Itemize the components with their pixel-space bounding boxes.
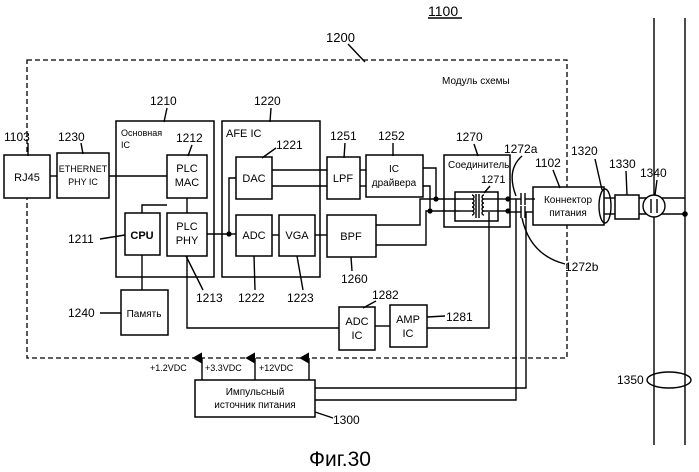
plc-mac-ref: 1212 xyxy=(176,131,203,145)
ref-1330-leader xyxy=(626,171,627,195)
coupler-label: Соединитель xyxy=(448,160,509,171)
main-ic-ref: 1210 xyxy=(150,94,177,108)
dac-label: DAC xyxy=(242,173,265,185)
driver-ic-label-2: драйвера xyxy=(372,178,417,189)
amp-ic-box xyxy=(390,305,427,347)
capacitor-b-ref: 1272b xyxy=(565,260,599,274)
power-supply-label-1: Импульсный xyxy=(226,387,285,398)
system-ref: 1100 xyxy=(428,3,458,19)
vga-label: VGA xyxy=(285,230,309,242)
main-ic-ref-leader xyxy=(164,108,167,122)
ref-1340: 1340 xyxy=(640,166,667,180)
power-supply-label-2: источник питания xyxy=(214,400,295,411)
adc-ic-label-1: ADC xyxy=(345,316,368,328)
memory-ref: 1240 xyxy=(68,306,95,320)
ethernet-phy-ref: 1230 xyxy=(58,130,85,144)
voltage-1v2: +1.2VDC xyxy=(150,363,187,373)
driver-ic-label-1: IC xyxy=(389,164,399,175)
voltage-12v: +12VDC xyxy=(259,363,294,373)
driver-ic-ref: 1252 xyxy=(378,129,405,143)
afe-ic-label: AFE IC xyxy=(226,128,262,140)
lpf-label: LPF xyxy=(333,173,353,185)
lpf-ref-leader xyxy=(344,143,345,158)
plc-phy-label-2: PHY xyxy=(176,235,199,247)
adc-ic-label-2: IC xyxy=(352,330,363,342)
bpf-ref: 1260 xyxy=(341,272,368,286)
amp-ic-ref-leader xyxy=(427,316,445,317)
lpf-ref: 1251 xyxy=(330,129,357,143)
amp-ic-label-2: IC xyxy=(403,328,414,340)
cpu-ref-leader xyxy=(100,235,125,239)
figure-caption: Фиг.30 xyxy=(309,448,371,471)
rj45-ref: 1103 xyxy=(4,130,30,144)
capacitor-a-ref: 1272a xyxy=(504,142,538,156)
adc-ref: 1222 xyxy=(238,291,265,305)
module-ref: 1200 xyxy=(326,30,355,45)
power-connector-label-2: питания xyxy=(549,208,587,219)
plug-box xyxy=(615,195,639,219)
amp-ic-label-1: AMP xyxy=(396,314,420,326)
adc-label: ADC xyxy=(242,230,265,242)
module-label: Модуль схемы xyxy=(442,76,510,87)
bpf-label: BPF xyxy=(340,231,362,243)
coupler-ref-leader xyxy=(474,144,478,156)
ethernet-phy-label-1: ETHERNET xyxy=(59,164,108,174)
ethernet-phy-label-2: PHY IC xyxy=(68,177,98,187)
plc-mac-label-2: MAC xyxy=(175,177,200,189)
vga-ref-leader xyxy=(297,256,303,290)
cpu-label: CPU xyxy=(130,230,153,242)
module-ref-leader xyxy=(348,44,365,62)
dac-ref: 1221 xyxy=(276,138,303,152)
cpu-ref: 1211 xyxy=(68,232,94,246)
power-supply-box xyxy=(195,380,315,417)
coupler-ref: 1270 xyxy=(456,130,483,144)
voltage-3v3: +3.3VDC xyxy=(205,363,242,373)
plc-mac-label-1: PLC xyxy=(176,163,197,175)
ref-1330: 1330 xyxy=(609,157,636,171)
ref-1320-leader xyxy=(595,159,602,190)
main-ic-label-1: Основная xyxy=(121,128,162,138)
afe-ic-ref-leader xyxy=(270,108,271,122)
rj45-label: RJ45 xyxy=(14,172,40,184)
adc-ic-ref: 1282 xyxy=(372,288,399,302)
ref-1340-leader xyxy=(655,180,657,195)
power-supply-ref-leader xyxy=(315,412,333,418)
power-connector-label-1: Коннектор xyxy=(544,195,593,206)
ref-1320: 1320 xyxy=(571,144,598,158)
bpf-ref-leader xyxy=(351,257,352,271)
driver-ic-box xyxy=(366,155,423,197)
power-connector-ref-leader xyxy=(553,170,560,188)
adc-ic-box xyxy=(339,307,375,350)
vga-ref: 1223 xyxy=(287,291,314,305)
amp-ic-ref: 1281 xyxy=(446,310,473,324)
main-ic-label-2: IC xyxy=(121,140,131,150)
afe-ic-ref: 1220 xyxy=(254,94,281,108)
plc-phy-ref-leader xyxy=(186,256,203,290)
plc-phy-label-1: PLC xyxy=(176,221,197,233)
transformer-ref: 1271 xyxy=(481,174,505,186)
power-connector-ref: 1102 xyxy=(535,156,561,170)
memory-label: Память xyxy=(127,309,162,320)
power-supply-ref: 1300 xyxy=(333,413,360,427)
ethernet-phy-box xyxy=(57,153,109,198)
plc-phy-ref: 1213 xyxy=(196,291,223,305)
outlet-symbol xyxy=(643,195,665,217)
ref-1350: 1350 xyxy=(617,373,644,387)
capacitor-symbols xyxy=(510,193,535,218)
power-connector-box xyxy=(533,187,604,225)
capacitor-a-leader xyxy=(512,156,522,196)
adc-ref-leader xyxy=(254,256,255,290)
